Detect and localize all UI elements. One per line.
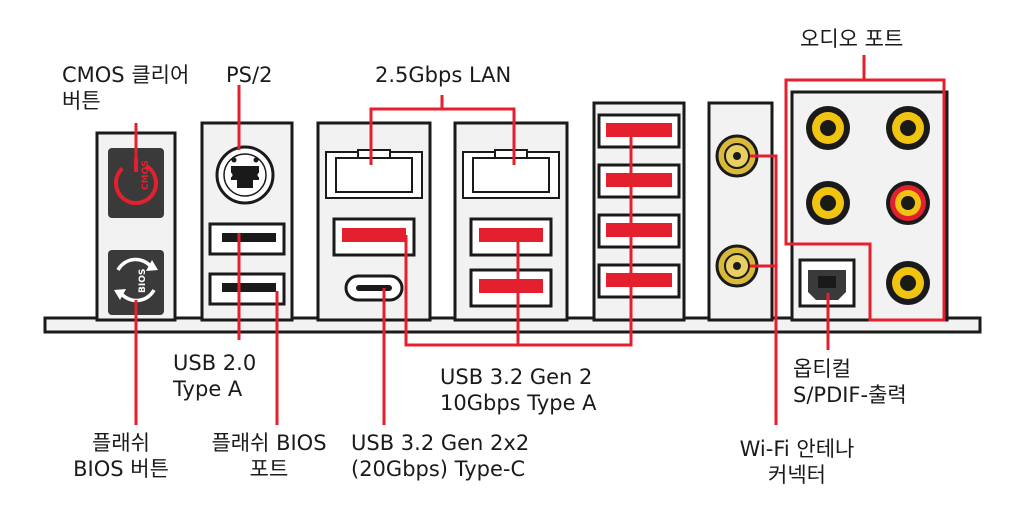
ps2-port-icon <box>215 145 275 205</box>
spdif-label: 옵티컬 S/PDIF-출력 <box>793 356 907 408</box>
lan-label: 2.5Gbps LAN <box>375 63 512 87</box>
usb32-port-block4-upper <box>469 217 553 257</box>
audio-ports-outline <box>784 78 946 322</box>
audio-jack-1 <box>806 106 850 150</box>
audio-ports-label: 오디오 포트 <box>800 27 904 51</box>
usb32-label-line1: USB 3.2 Gen 2 <box>440 365 593 389</box>
usb32-port-block5-1 <box>597 113 681 149</box>
usb32-label-line2: 10Gbps Type A <box>440 391 597 415</box>
audio-jack-2 <box>886 106 930 150</box>
usbc-label-line1: USB 3.2 Gen 2x2 <box>351 431 530 455</box>
usb32-port-block5-4 <box>597 263 681 299</box>
usbc-port-icon <box>344 274 404 302</box>
usb32-label: USB 3.2 Gen 2 10Gbps Type A <box>440 364 597 416</box>
flash-bios-port-label-line2: 포트 <box>249 457 289 481</box>
ps2-label: PS/2 <box>226 63 273 87</box>
usbc-label: USB 3.2 Gen 2x2 (20Gbps) Type-C <box>351 430 529 482</box>
lan-port-2-icon <box>462 149 560 199</box>
cmos-clear-label: CMOS 클리어 버튼 <box>62 62 189 114</box>
flash-bios-port-label: 플래쉬 BIOS 포트 <box>196 430 342 482</box>
usbc-label-line2: (20Gbps) Type-C <box>351 457 526 481</box>
bios-flash-icon: BIOS <box>114 257 158 303</box>
usb20-label: USB 2.0 Type A <box>173 350 256 402</box>
usb2-port-lower <box>208 272 286 306</box>
cmos-clear-icon: CMOS <box>114 158 158 205</box>
audio-jack-5 <box>886 261 930 305</box>
audio-jack-4 <box>886 181 930 225</box>
bios-icon-text: BIOS <box>138 269 148 293</box>
lan-port-1-icon <box>325 149 423 199</box>
usb20-label-line1: USB 2.0 <box>173 351 257 375</box>
spdif-label-line1: 옵티컬 <box>793 357 851 381</box>
wifi-label-line1: Wi-Fi 안테나 <box>739 437 855 461</box>
wifi-antenna-lower-icon <box>715 244 759 288</box>
flash-bios-button-label-line2: BIOS 버튼 <box>73 457 169 481</box>
flash-bios-port-label-line1: 플래쉬 BIOS <box>211 431 327 455</box>
cmos-clear-label-line2: 버튼 <box>62 89 101 113</box>
flash-bios-button-label: 플래쉬 BIOS 버튼 <box>46 430 196 482</box>
wifi-label-line2: 커넥터 <box>768 463 826 487</box>
usb32-port-block5-3 <box>597 213 681 249</box>
flash-bios-button-label-line1: 플래쉬 <box>92 431 150 455</box>
usb32-port-block3 <box>332 217 416 257</box>
spdif-label-line2: S/PDIF-출력 <box>793 383 907 407</box>
cmos-clear-label-line1: CMOS 클리어 <box>62 63 190 87</box>
wifi-antenna-upper-icon <box>715 134 759 178</box>
audio-jack-3 <box>806 181 850 225</box>
cmos-icon-text: CMOS <box>141 160 151 190</box>
usb32-port-block5-2 <box>597 163 681 199</box>
usb20-label-line2: Type A <box>173 377 243 401</box>
leader-lines <box>134 85 830 425</box>
usb32-port-block4-lower <box>469 268 553 308</box>
wifi-label: Wi-Fi 안테나 커넥터 <box>712 436 882 488</box>
usb2-port-upper <box>208 222 286 256</box>
